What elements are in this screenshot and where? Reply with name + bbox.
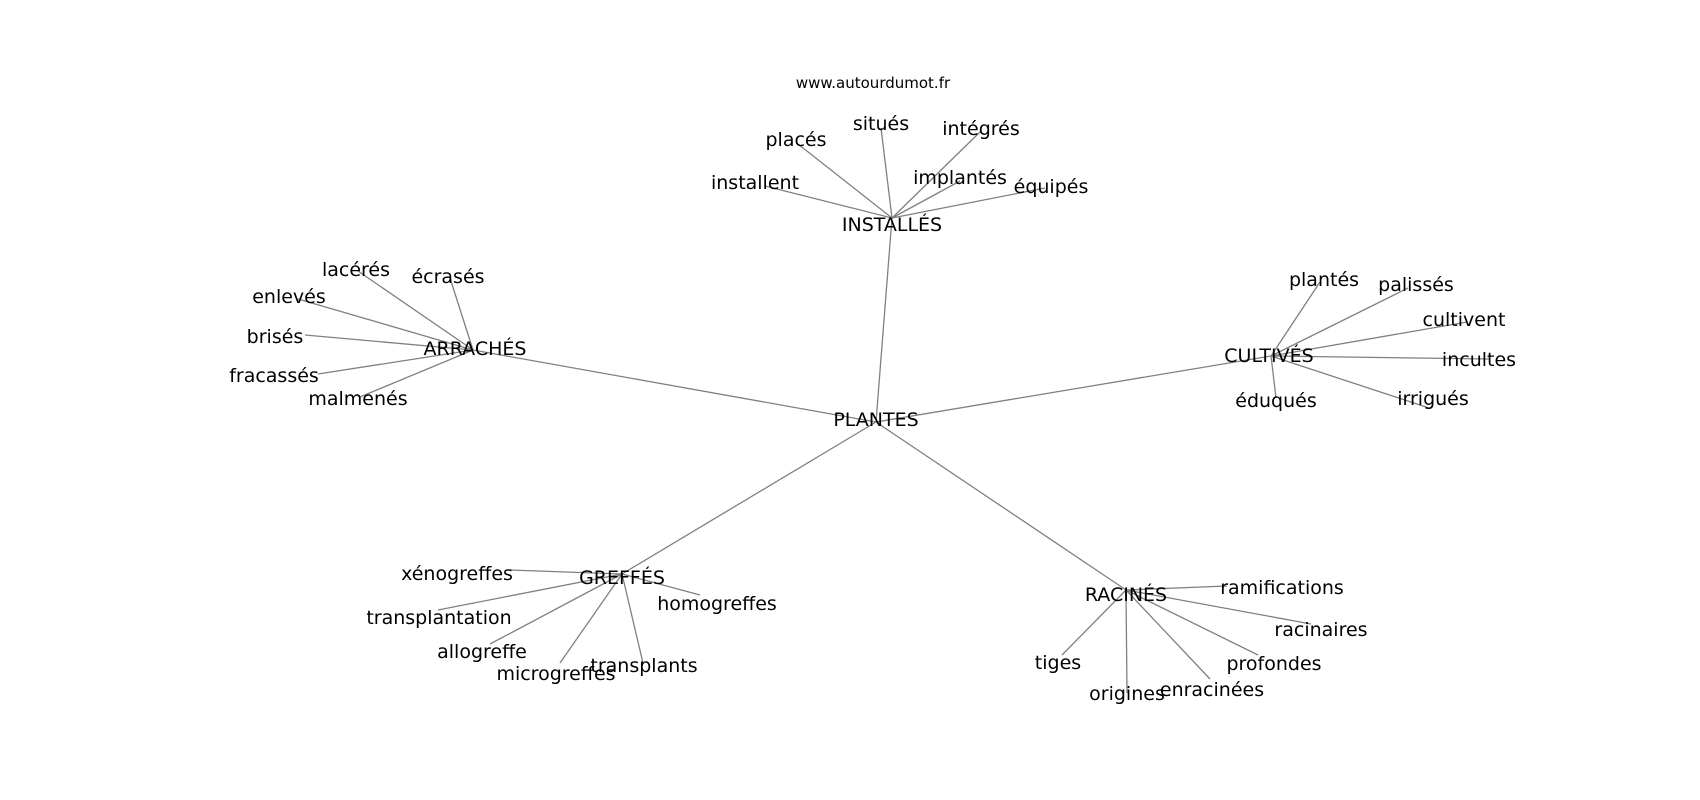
word-node[interactable]: transplants [590, 655, 697, 677]
word-node[interactable]: xénogreffes [401, 563, 513, 585]
word-node[interactable]: ramifications [1220, 577, 1344, 599]
hub-node-racines[interactable]: RACINÉS [1085, 583, 1167, 606]
word-node[interactable]: brisés [247, 326, 304, 348]
edge-center-arraches [472, 349, 877, 423]
word-node[interactable]: placés [765, 129, 826, 151]
center-node[interactable]: PLANTES [833, 409, 918, 431]
edge-greffes-word [621, 573, 701, 596]
hub-node-installes[interactable]: INSTALLÉS [842, 213, 942, 236]
word-node[interactable]: éduqués [1235, 390, 1316, 412]
word-node[interactable]: origines [1089, 683, 1165, 705]
edge-installes-word [797, 143, 893, 219]
edge-greffes-word [509, 569, 623, 575]
edge-greffes-word [489, 573, 623, 645]
edge-greffes-word [437, 573, 623, 611]
word-node[interactable]: plantés [1289, 269, 1359, 291]
word-node[interactable]: installent [711, 172, 799, 194]
word-node[interactable]: racinaires [1274, 619, 1367, 641]
word-node[interactable]: cultivent [1423, 309, 1506, 331]
word-node[interactable]: allogreffe [437, 641, 527, 663]
edge-racines-word [1125, 589, 1259, 656]
word-node[interactable]: tiges [1035, 652, 1081, 674]
word-node[interactable]: situés [853, 113, 909, 135]
edge-greffes-word [559, 573, 623, 664]
edge-center-installes [875, 217, 893, 423]
edge-center-cultives [875, 355, 1272, 423]
edge-center-racines [875, 421, 1127, 591]
hub-node-cultives[interactable]: CULTIVÉS [1224, 344, 1313, 367]
edge-arraches-word [359, 349, 474, 398]
word-node[interactable]: intégrés [942, 118, 1020, 140]
hub-node-arraches[interactable]: ARRACHÉS [424, 337, 527, 360]
edge-arraches-word [357, 270, 474, 351]
source-url: www.autourdumot.fr [796, 74, 951, 92]
edge-arraches-word [317, 349, 474, 375]
edge-racines-word [1125, 589, 1312, 625]
edge-racines-word [1125, 589, 1128, 694]
word-node[interactable]: incultes [1442, 349, 1516, 371]
edge-installes-word [891, 180, 961, 219]
word-node[interactable]: écrasés [411, 266, 484, 288]
edge-racines-word [1125, 585, 1228, 591]
edge-cultives-word [1270, 355, 1277, 399]
edge-arraches-word [297, 298, 474, 351]
word-node[interactable]: microgreffes [496, 663, 615, 685]
word-node[interactable]: malmenés [308, 388, 407, 410]
word-node[interactable]: enracinées [1160, 679, 1264, 701]
edge-racines-word [1125, 589, 1211, 680]
edge-cultives-word [1270, 281, 1321, 357]
edge-installes-word [764, 185, 893, 219]
word-node[interactable]: fracassés [229, 365, 319, 387]
edge-installes-word [891, 130, 982, 219]
word-node[interactable]: irrigués [1397, 388, 1469, 410]
word-node[interactable]: enlevés [252, 286, 326, 308]
hub-node-greffes[interactable]: GREFFÉS [579, 566, 665, 589]
edge-installes-word [891, 187, 1046, 219]
word-node[interactable]: implantés [913, 167, 1007, 189]
edges [297, 127, 1491, 694]
edge-cultives-word [1270, 287, 1409, 357]
word-node[interactable]: homogreffes [657, 593, 777, 615]
word-node[interactable]: transplantation [366, 607, 511, 629]
edge-racines-word [1061, 589, 1127, 656]
word-node[interactable]: palissés [1378, 274, 1454, 296]
edge-cultives-word [1270, 355, 1491, 360]
labels: placés situés intégrés installent implantés é… [229, 113, 1516, 705]
word-node[interactable]: équipés [1014, 176, 1089, 198]
word-node[interactable]: lacérés [322, 259, 390, 281]
edge-center-greffes [621, 421, 877, 575]
edge-cultives-word [1270, 321, 1468, 357]
edge-cultives-word [1270, 355, 1430, 409]
edge-installes-word [880, 127, 893, 219]
edge-arraches-word [449, 277, 474, 351]
edge-arraches-word [304, 334, 474, 351]
edge-greffes-word [621, 573, 644, 664]
word-node[interactable]: profondes [1226, 653, 1321, 675]
